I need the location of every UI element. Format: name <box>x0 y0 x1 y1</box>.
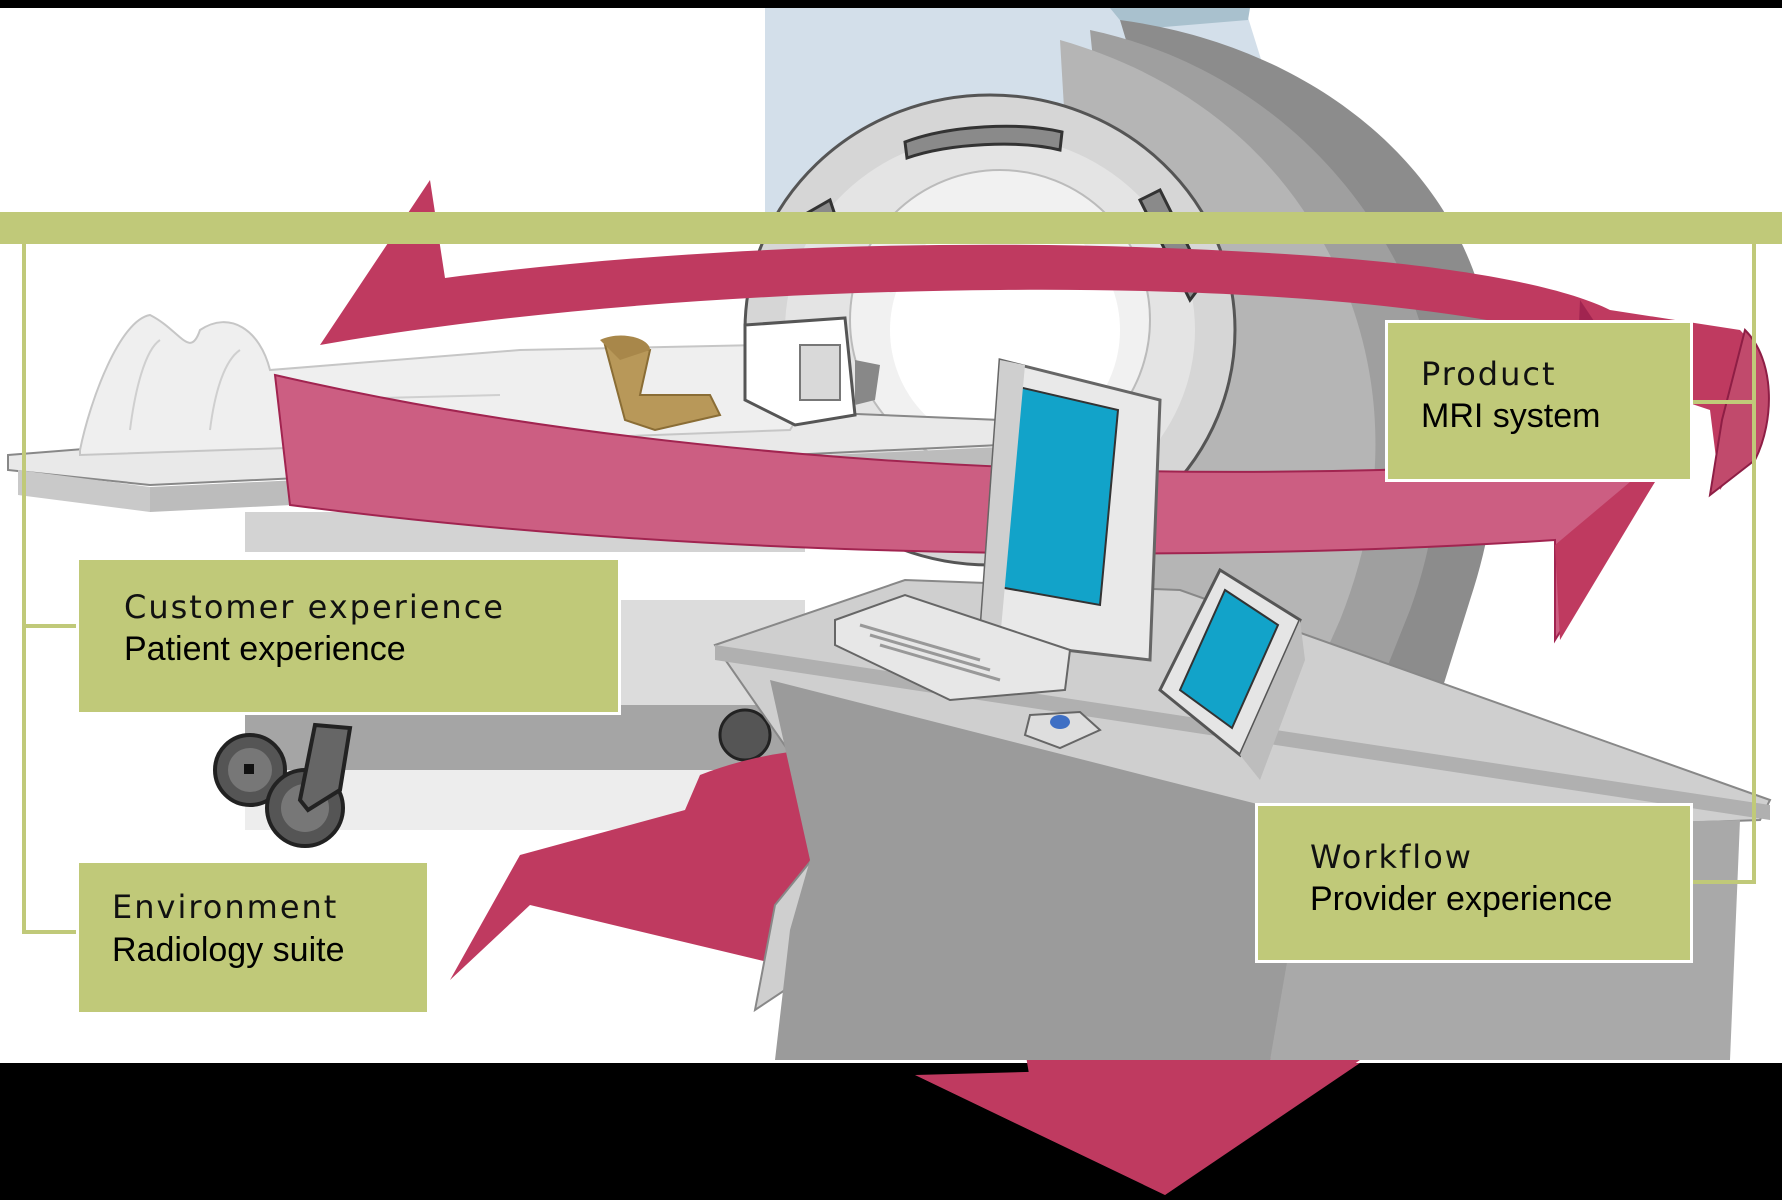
customer-experience-label: Customer experience Patient experience <box>76 557 621 715</box>
product-subheading: MRI system <box>1421 397 1601 435</box>
arrow-tip <box>915 1063 1360 1195</box>
workflow-heading: Workflow <box>1310 838 1473 876</box>
product-heading: Product <box>1421 355 1557 393</box>
customer-experience-subheading: Patient experience <box>124 630 406 668</box>
bracket-lines <box>0 212 1782 934</box>
product-label: Product MRI system <box>1385 320 1693 482</box>
customer-experience-heading: Customer experience <box>124 588 505 626</box>
patient <box>79 313 880 457</box>
environment-subheading: Radiology suite <box>112 931 345 969</box>
workflow-label: Workflow Provider experience <box>1255 803 1693 963</box>
environment-label: Environment Radiology suite <box>76 860 430 1015</box>
workflow-subheading: Provider experience <box>1310 880 1613 918</box>
environment-heading: Environment <box>112 888 339 926</box>
